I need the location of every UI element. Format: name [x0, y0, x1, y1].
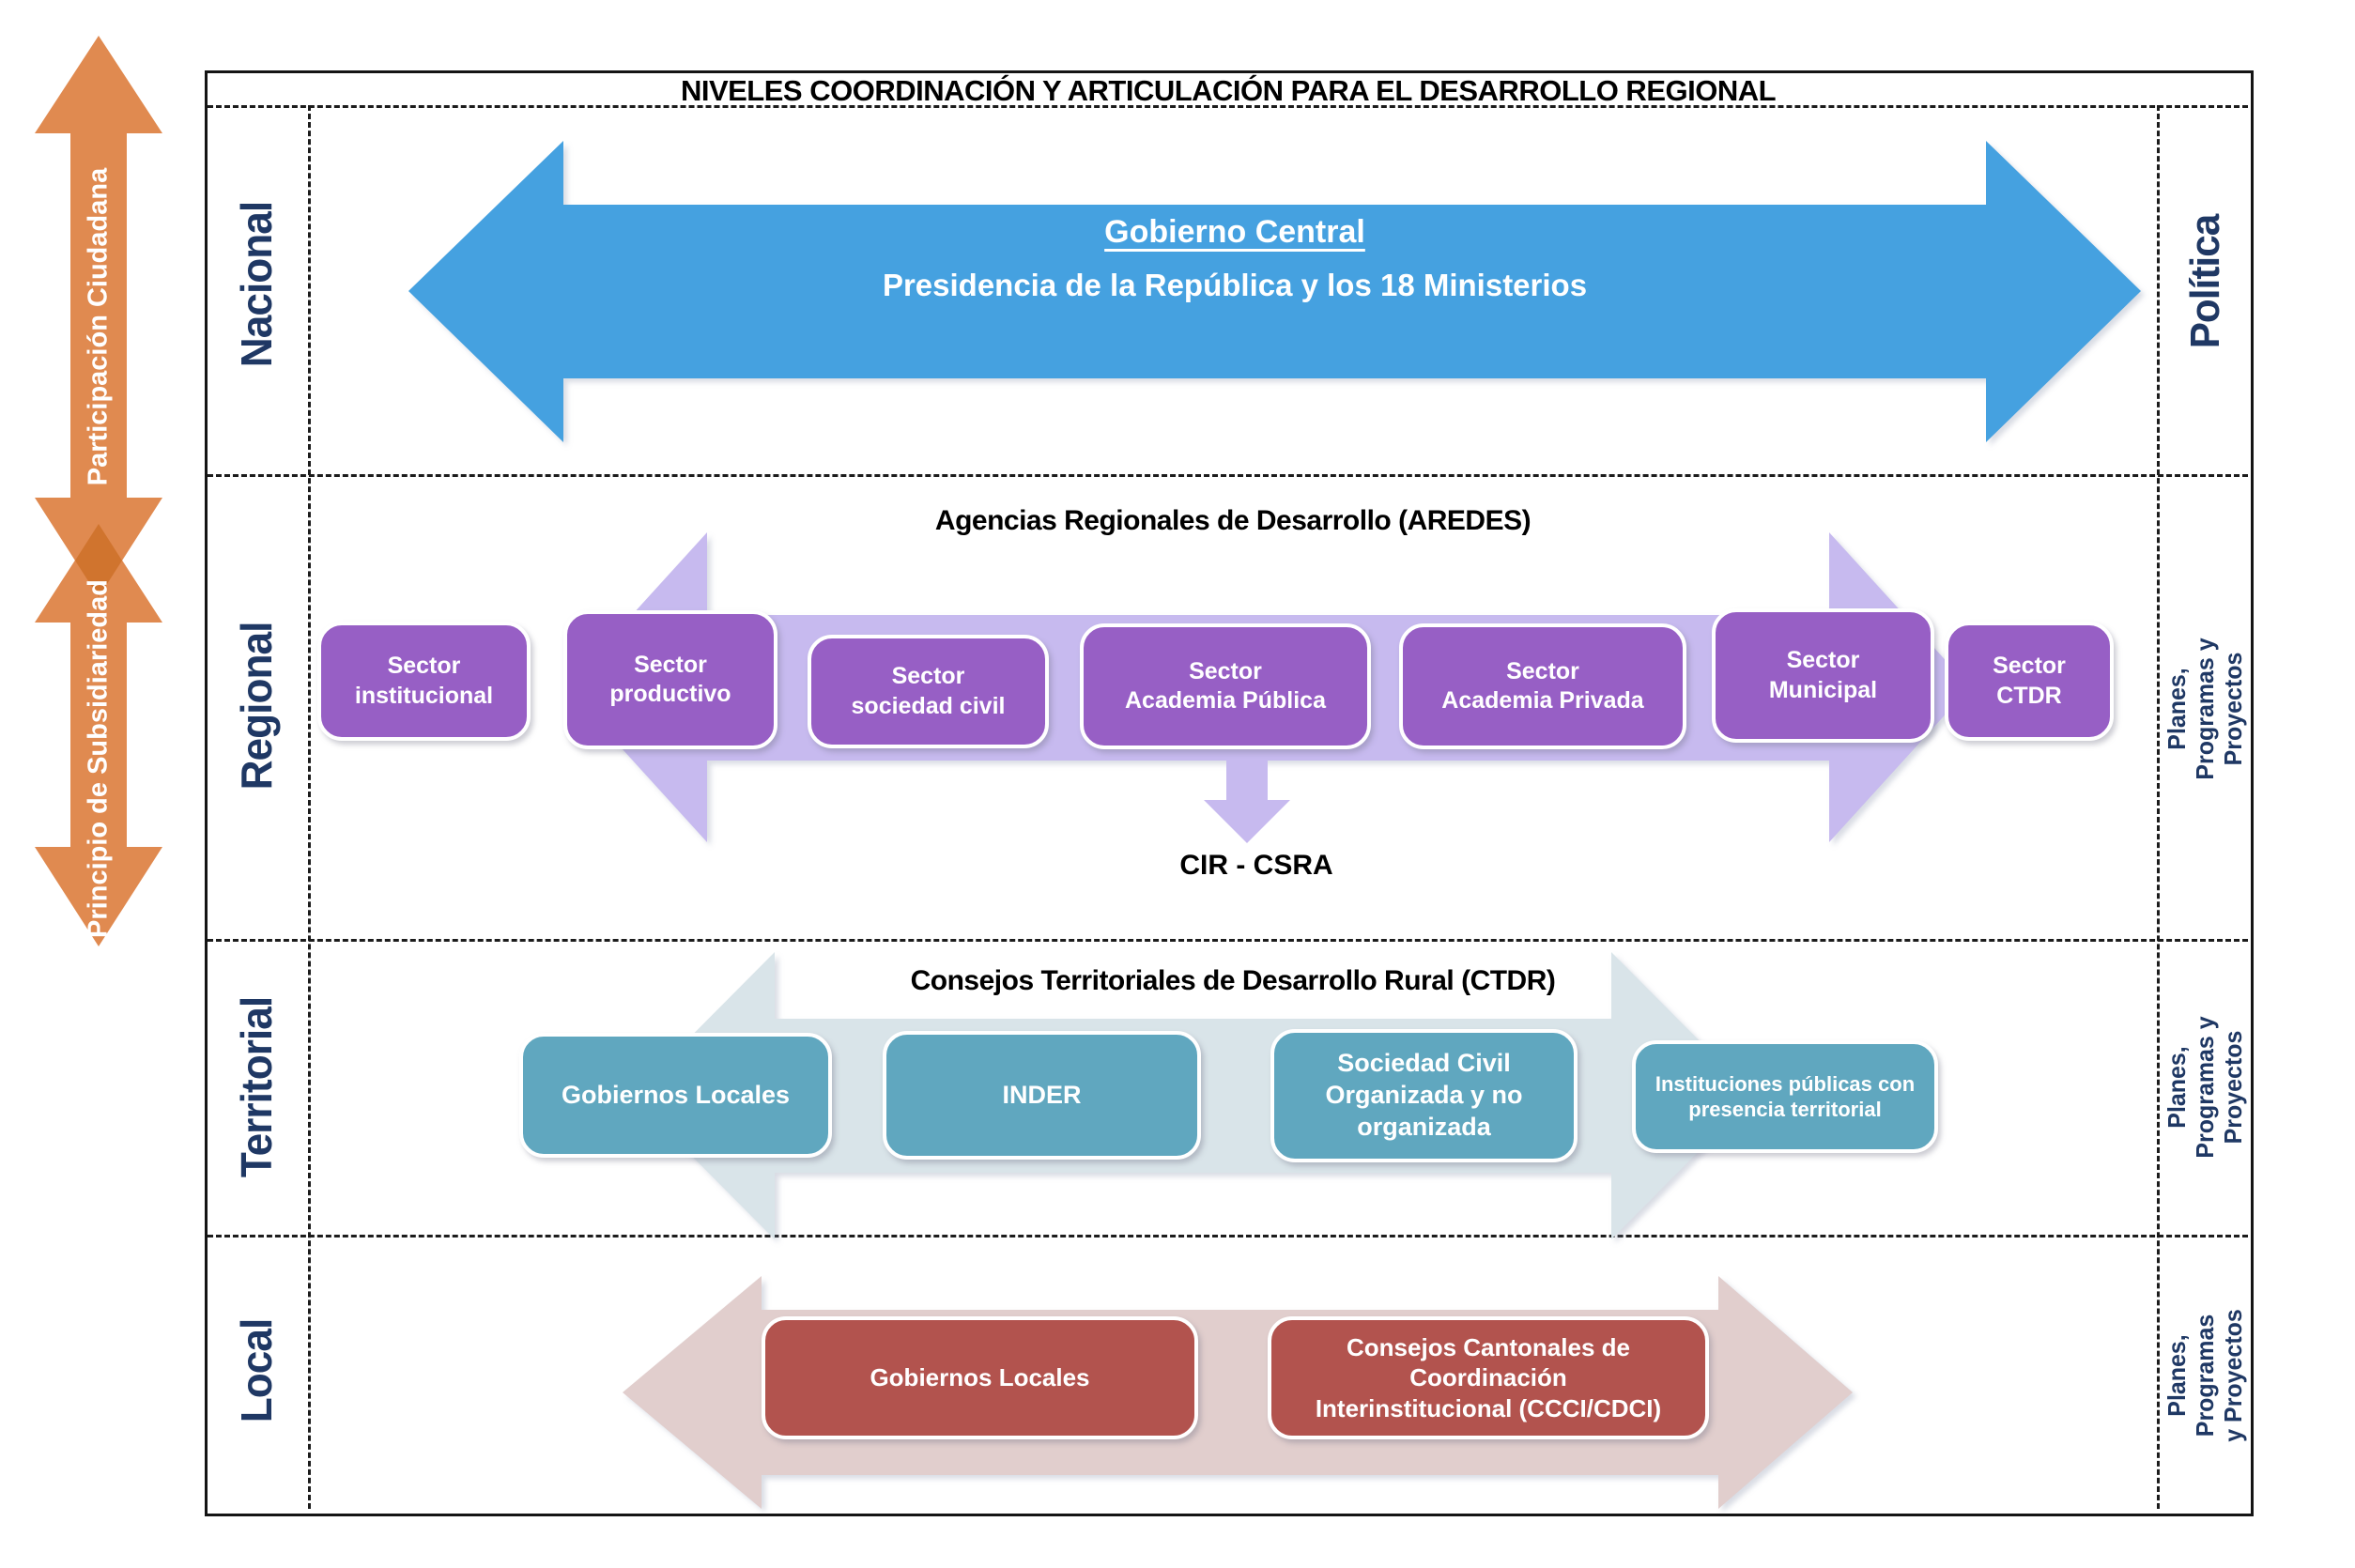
right-label-planes-local: Planes, Programas y Proyectos [2163, 1309, 2247, 1442]
instituciones-publicas-box: Instituciones públicas con presencia ter… [1632, 1040, 1938, 1153]
sector-sociedad-civil-box: Sector sociedad civil [808, 635, 1049, 748]
inder-box: INDER [883, 1031, 1201, 1160]
gobiernos-locales-local-box: Gobiernos Locales [762, 1316, 1198, 1439]
principio-subsidiariedad-label: Principio de Subsidiariedad [83, 579, 114, 938]
row-label-territorial: Territorial [232, 996, 281, 1178]
right-label-politica: Política [2182, 214, 2228, 349]
down-arrow-shape [1204, 759, 1290, 843]
participacion-arrow-shape [35, 36, 162, 597]
right-label-planes-regional: Planes, Programas y Proyectos [2163, 638, 2247, 780]
separator-nacional-regional [208, 474, 2248, 477]
right-label-planes-territorial: Planes, Programas y Proyectos [2163, 1016, 2247, 1159]
gobierno-central-title: Gobierno Central [1104, 214, 1365, 250]
sector-academia-privada-box: Sector Academia Privada [1399, 623, 1686, 749]
ccci-cdci-box: Consejos Cantonales de Coordinación Inte… [1268, 1316, 1709, 1439]
separator-left-column [308, 105, 311, 1509]
gobierno-central-subtitle: Presidencia de la República y los 18 Min… [882, 268, 1588, 302]
blue-double-arrow-shape [408, 141, 2141, 442]
aredes-title: Agencias Regionales de Desarrollo (AREDE… [934, 505, 1532, 536]
sector-ctdr-box: Sector CTDR [1945, 622, 2114, 741]
ctdr-title: Consejos Territoriales de Desarrollo Rur… [910, 965, 1556, 996]
cir-csra-label: CIR - CSRA [1179, 850, 1333, 881]
row-label-regional: Regional [232, 622, 281, 791]
sector-productivo-box: Sector productivo [563, 610, 777, 749]
row-label-nacional: Nacional [232, 201, 281, 368]
separator-regional-territorial [208, 939, 2248, 942]
cir-csra-down-arrow [1204, 759, 1290, 843]
separator-title [208, 105, 2248, 108]
subsidiariedad-arrow-shape [35, 524, 162, 946]
page-title: NIVELES COORDINACIÓN Y ARTICULACIÓN PARA… [680, 74, 1777, 107]
sociedad-civil-box: Sociedad Civil Organizada y no organizad… [1270, 1029, 1578, 1162]
gobierno-central-caption: Gobierno Central Presidencia de la Repúb… [657, 214, 1812, 303]
citizen-participation-arrows [35, 36, 162, 946]
sector-municipal-box: Sector Municipal [1712, 608, 1934, 743]
separator-territorial-local [208, 1235, 2248, 1237]
row-label-local: Local [232, 1318, 281, 1423]
sector-institucional-box: Sector institucional [317, 622, 531, 741]
separator-right-column [2157, 105, 2160, 1509]
sector-academia-publica-box: Sector Academia Pública [1080, 623, 1371, 749]
gobierno-central-arrow [408, 141, 2141, 442]
diagram-frame [205, 70, 2254, 1516]
participacion-ciudadana-label: Participación Ciudadana [83, 167, 114, 486]
gobiernos-locales-territorial-box: Gobiernos Locales [519, 1033, 832, 1158]
arrow-overlap-diamond [75, 524, 122, 597]
